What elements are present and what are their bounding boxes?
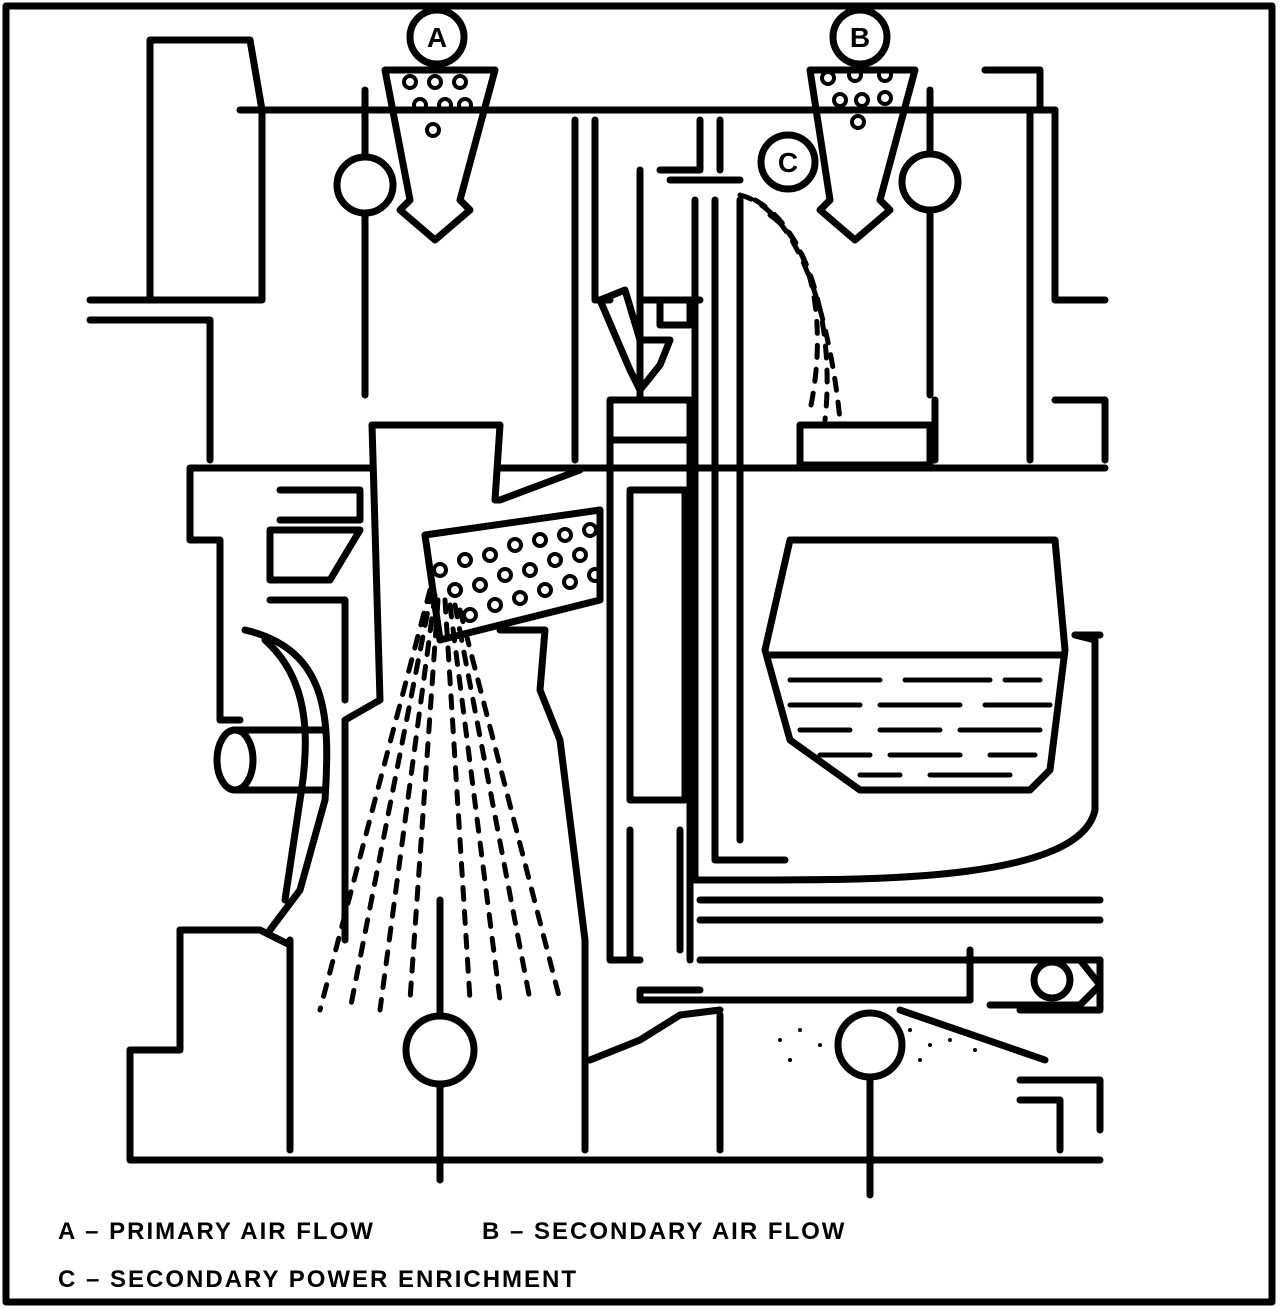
secondary-airflow-arrow [806,66,919,244]
throttle-plates [333,86,962,1199]
secondary-mixture [778,1028,977,1062]
primary-airflow-arrow [381,66,499,244]
jet-assembly [606,116,789,1004]
enrichment-stream [737,192,843,423]
callout-b-label: B [850,22,870,53]
side-tube [213,626,331,934]
fuel-droplets [432,522,603,623]
lower-passages [586,896,1104,1154]
legend-secondary: B – SECONDARY AIR FLOW [482,1218,847,1245]
callout-c: C [757,131,819,193]
callout-a: A [406,6,468,68]
legend-enrichment: C – SECONDARY POWER ENRICHMENT [58,1266,579,1293]
left-body-wall [86,36,1109,1164]
float-bowl [756,536,1104,884]
legend-primary: A – PRIMARY AIR FLOW [58,1218,375,1245]
callout-c-label: C [778,147,798,178]
callout-a-label: A [427,22,447,53]
enrichment-valve [596,286,674,394]
right-body-wall [796,66,1109,469]
callout-b: B [829,6,891,68]
fuel-spray [317,587,563,1013]
